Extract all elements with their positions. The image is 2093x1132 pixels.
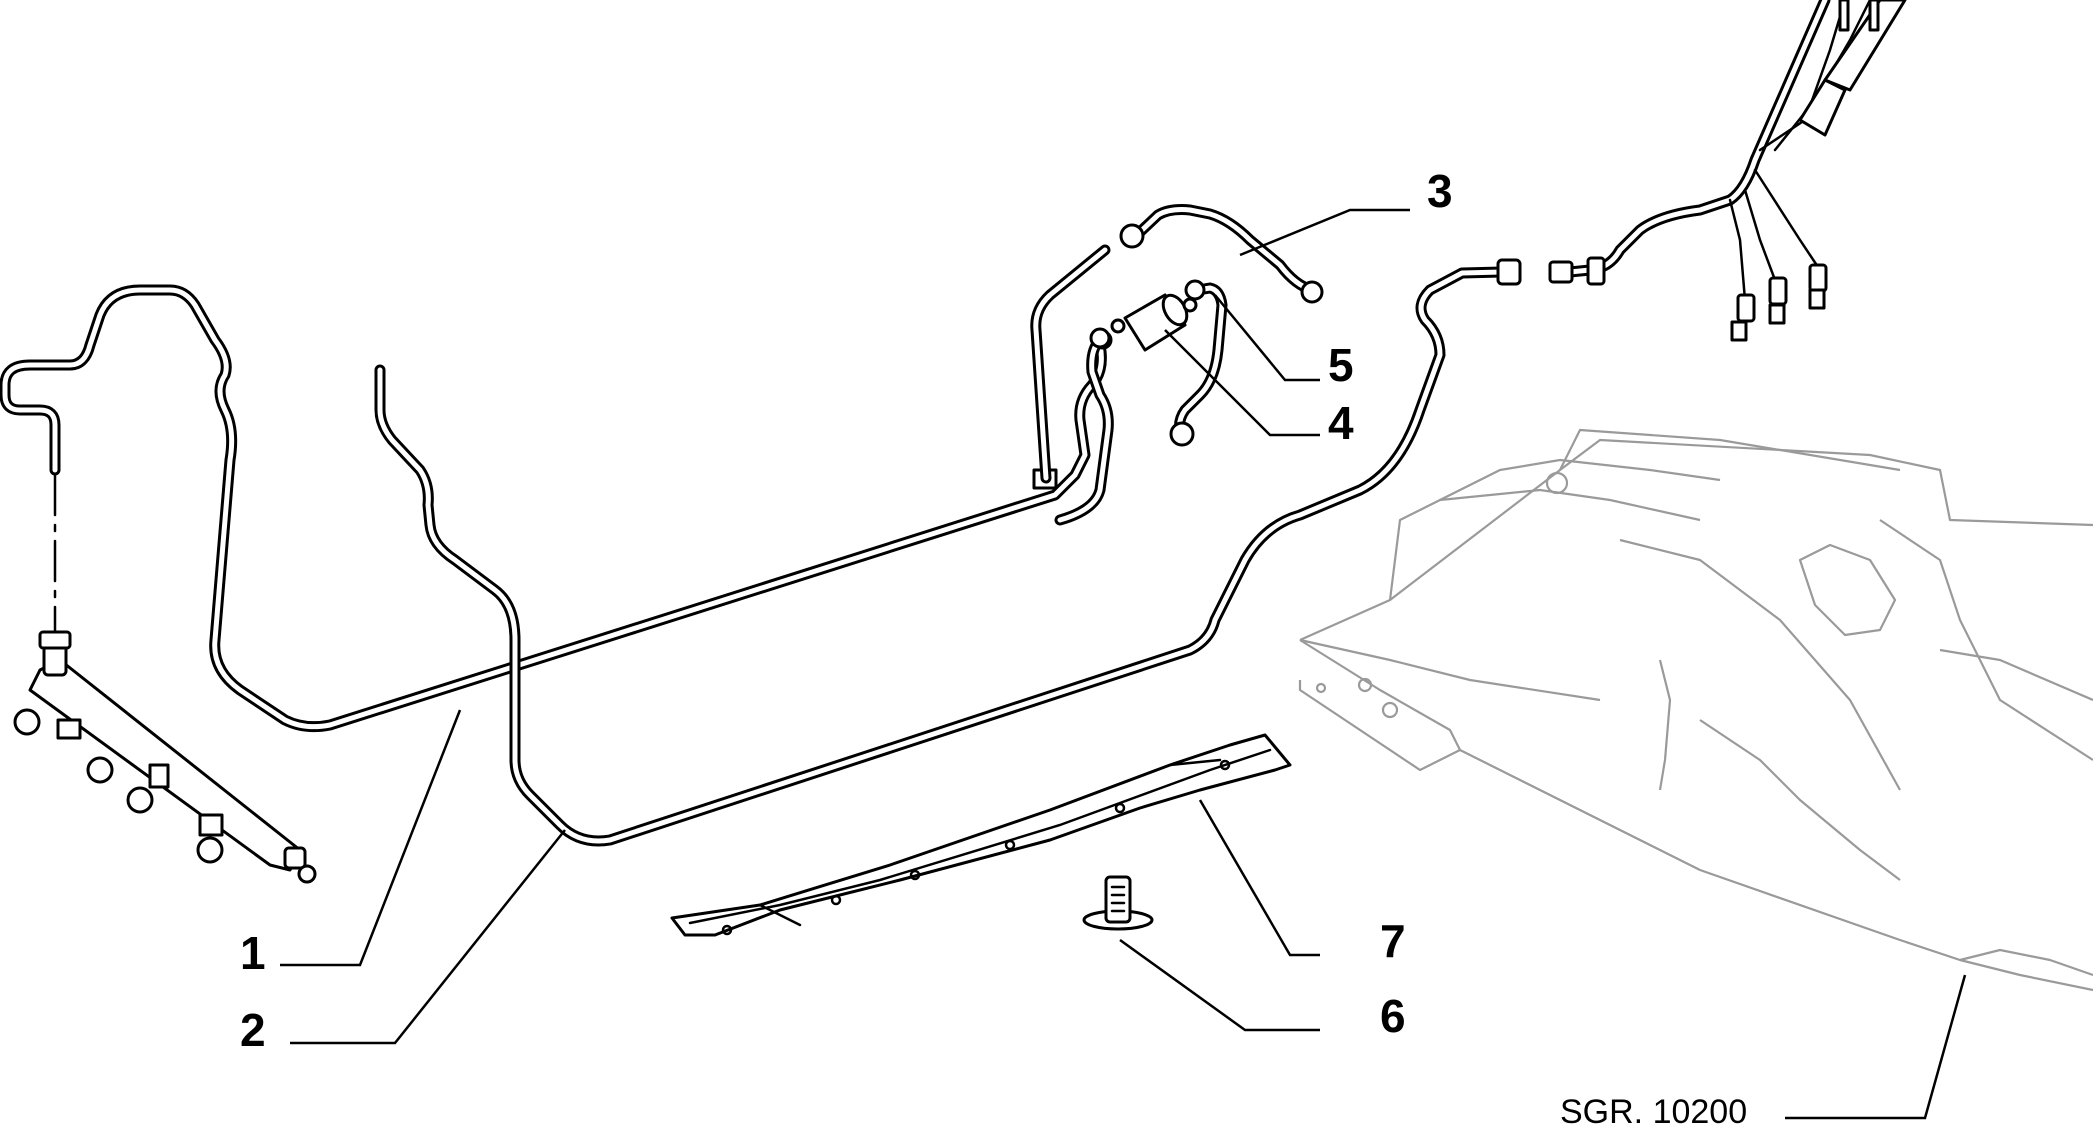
callout-7: 7 <box>1380 915 1406 967</box>
sheet-reference: SGR. 10200 <box>1560 1093 1748 1131</box>
pipe-1 <box>0 284 1107 733</box>
heat-shield-icon <box>670 733 1292 937</box>
clip-pin-icon <box>1082 875 1154 931</box>
filter-outlet-pipe <box>1054 327 1114 526</box>
callout-5: 5 <box>1328 339 1354 391</box>
fuel-pump-harness-icon <box>1548 0 1907 342</box>
tank-outline-icon <box>1298 428 2093 992</box>
callout-6: 6 <box>1380 990 1406 1042</box>
leader-lines <box>280 208 1967 1120</box>
pipe-2 <box>374 258 1522 847</box>
fuel-filter-icon <box>1110 293 1198 352</box>
callout-1: 1 <box>240 927 266 979</box>
callout-3: 3 <box>1427 165 1453 217</box>
pipe-5 <box>1169 279 1228 447</box>
callout-4: 4 <box>1328 397 1354 449</box>
pipe-3 <box>1119 204 1324 304</box>
callout-2: 2 <box>240 1004 266 1056</box>
fuel-rail-icon <box>13 630 317 884</box>
